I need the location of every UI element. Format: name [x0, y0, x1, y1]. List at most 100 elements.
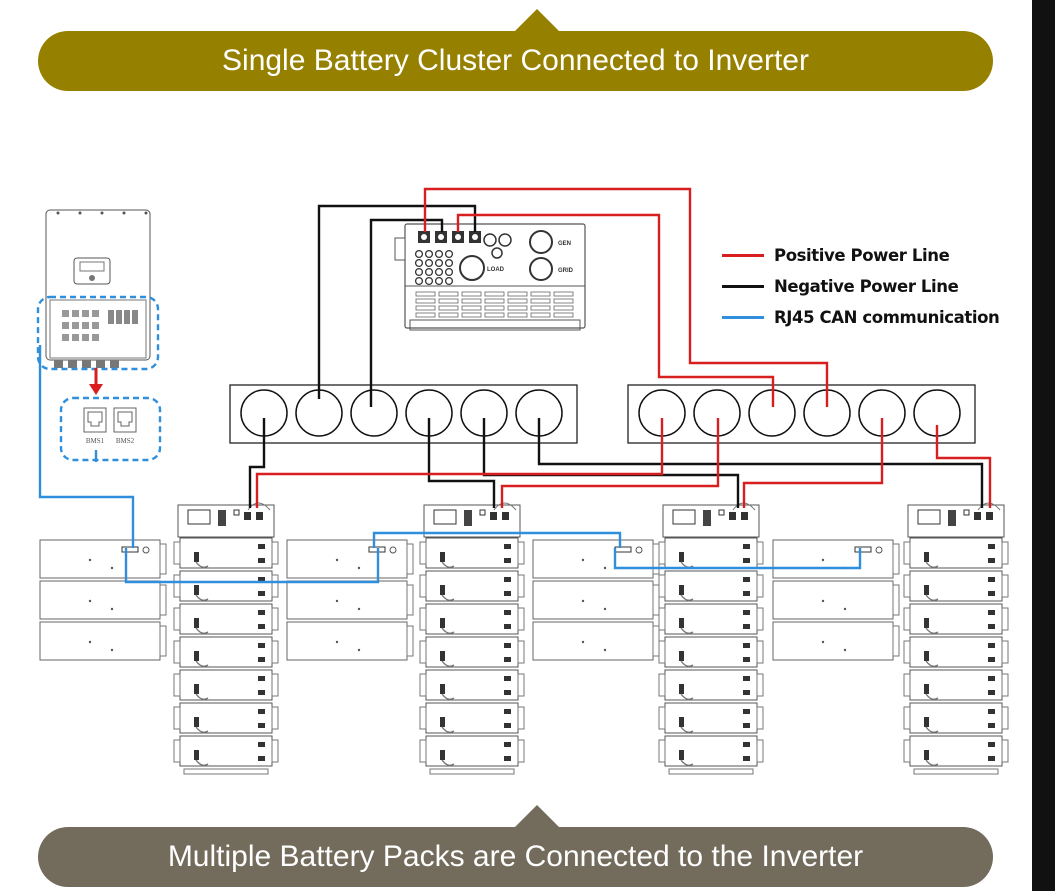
connector-icon — [194, 684, 199, 694]
screw-icon — [335, 640, 339, 644]
module-handle — [419, 640, 427, 664]
connector-icon — [504, 610, 511, 615]
terminal-slot — [484, 305, 505, 311]
connector-icon — [504, 690, 511, 695]
switch-icon — [718, 509, 725, 516]
battery-module — [425, 603, 519, 635]
connector-icon — [440, 684, 445, 694]
terminal-slot — [415, 298, 436, 304]
link-cable — [195, 660, 209, 668]
negative-main-line-1 — [317, 204, 477, 399]
connector-icon — [440, 552, 445, 562]
gland-icon — [68, 360, 77, 368]
screw-icon — [603, 607, 607, 611]
connector-icon — [743, 624, 750, 629]
module-handle — [1001, 541, 1009, 565]
module-handle — [892, 625, 900, 657]
battery-module — [179, 702, 273, 734]
button-icon — [89, 275, 95, 281]
connector-icon — [258, 723, 265, 728]
gland-icon — [82, 360, 91, 368]
pv-connector-icon — [414, 258, 424, 268]
module-handle — [756, 673, 764, 697]
battery-module — [425, 636, 519, 668]
connector-icon — [258, 690, 265, 695]
connector-icon — [504, 723, 511, 728]
screw-icon — [357, 566, 361, 570]
connector-icon — [924, 618, 929, 628]
battery-module — [909, 669, 1003, 701]
module-handle — [756, 706, 764, 730]
module-handle — [419, 706, 427, 730]
module-handle — [406, 543, 414, 575]
terminal-slot — [461, 305, 482, 311]
breaker-icon — [948, 510, 956, 526]
screw-icon — [603, 648, 607, 652]
terminal-icon — [62, 310, 69, 317]
pv-connector-icon — [424, 267, 434, 277]
connector-icon — [743, 690, 750, 695]
terminal-icon — [62, 334, 69, 341]
module-handle — [1001, 673, 1009, 697]
connector-icon — [504, 756, 511, 761]
terminal-icon — [92, 334, 99, 341]
gland-icon — [54, 360, 63, 368]
module-handle — [517, 607, 525, 631]
terminal-icon — [82, 322, 89, 329]
battery-module — [909, 636, 1003, 668]
connector-icon — [504, 591, 511, 596]
switch-icon — [233, 509, 240, 516]
module-handle — [173, 574, 181, 598]
connector-icon — [258, 756, 265, 761]
neg-terminal-icon — [490, 512, 497, 520]
inverter-label: GEN — [558, 241, 571, 247]
terminal-slot — [415, 312, 436, 318]
status-led-icon — [142, 546, 150, 554]
link-cable — [925, 660, 939, 668]
connector-icon — [504, 577, 511, 582]
battery-module — [179, 636, 273, 668]
module-handle — [173, 706, 181, 730]
pos-terminal-icon — [986, 512, 993, 520]
module-handle — [756, 574, 764, 598]
port-label: BMS2 — [116, 437, 135, 445]
screw-icon — [357, 607, 361, 611]
module-handle — [652, 584, 660, 616]
can-line-pack-2-3 — [372, 531, 622, 548]
battery-pack-2 — [286, 539, 414, 661]
terminal-hole — [472, 234, 478, 240]
status-led-icon — [875, 546, 883, 554]
link-cable — [195, 726, 209, 734]
link-cable — [925, 693, 939, 701]
link-cable — [680, 759, 694, 767]
terminal-slot — [507, 298, 528, 304]
terminal-slot — [438, 305, 459, 311]
battery-module — [425, 702, 519, 734]
connector-icon — [988, 690, 995, 695]
can-line-pack-1-2 — [124, 548, 380, 584]
pack-module — [772, 621, 894, 661]
module-handle — [419, 739, 427, 763]
pack-module — [772, 580, 894, 620]
terminal-slot — [530, 298, 551, 304]
screw-icon — [603, 566, 607, 570]
module-handle — [756, 640, 764, 664]
terminal-icon — [92, 310, 99, 317]
connector-icon — [988, 676, 995, 681]
legend-swatch-black — [722, 285, 764, 288]
battery-tower-3 — [658, 502, 764, 775]
positive-main-line-1 — [423, 187, 829, 407]
bms-display — [672, 509, 696, 525]
module-handle — [159, 543, 167, 575]
connector-icon — [504, 657, 511, 662]
module-handle — [903, 673, 911, 697]
terminal-slot — [484, 312, 505, 318]
screw-icon — [581, 599, 585, 603]
module-handle — [892, 543, 900, 575]
pos-terminal-icon — [741, 512, 748, 520]
battery-tower-1 — [173, 502, 279, 775]
screw-icon — [581, 640, 585, 644]
terminal-slot — [461, 298, 482, 304]
